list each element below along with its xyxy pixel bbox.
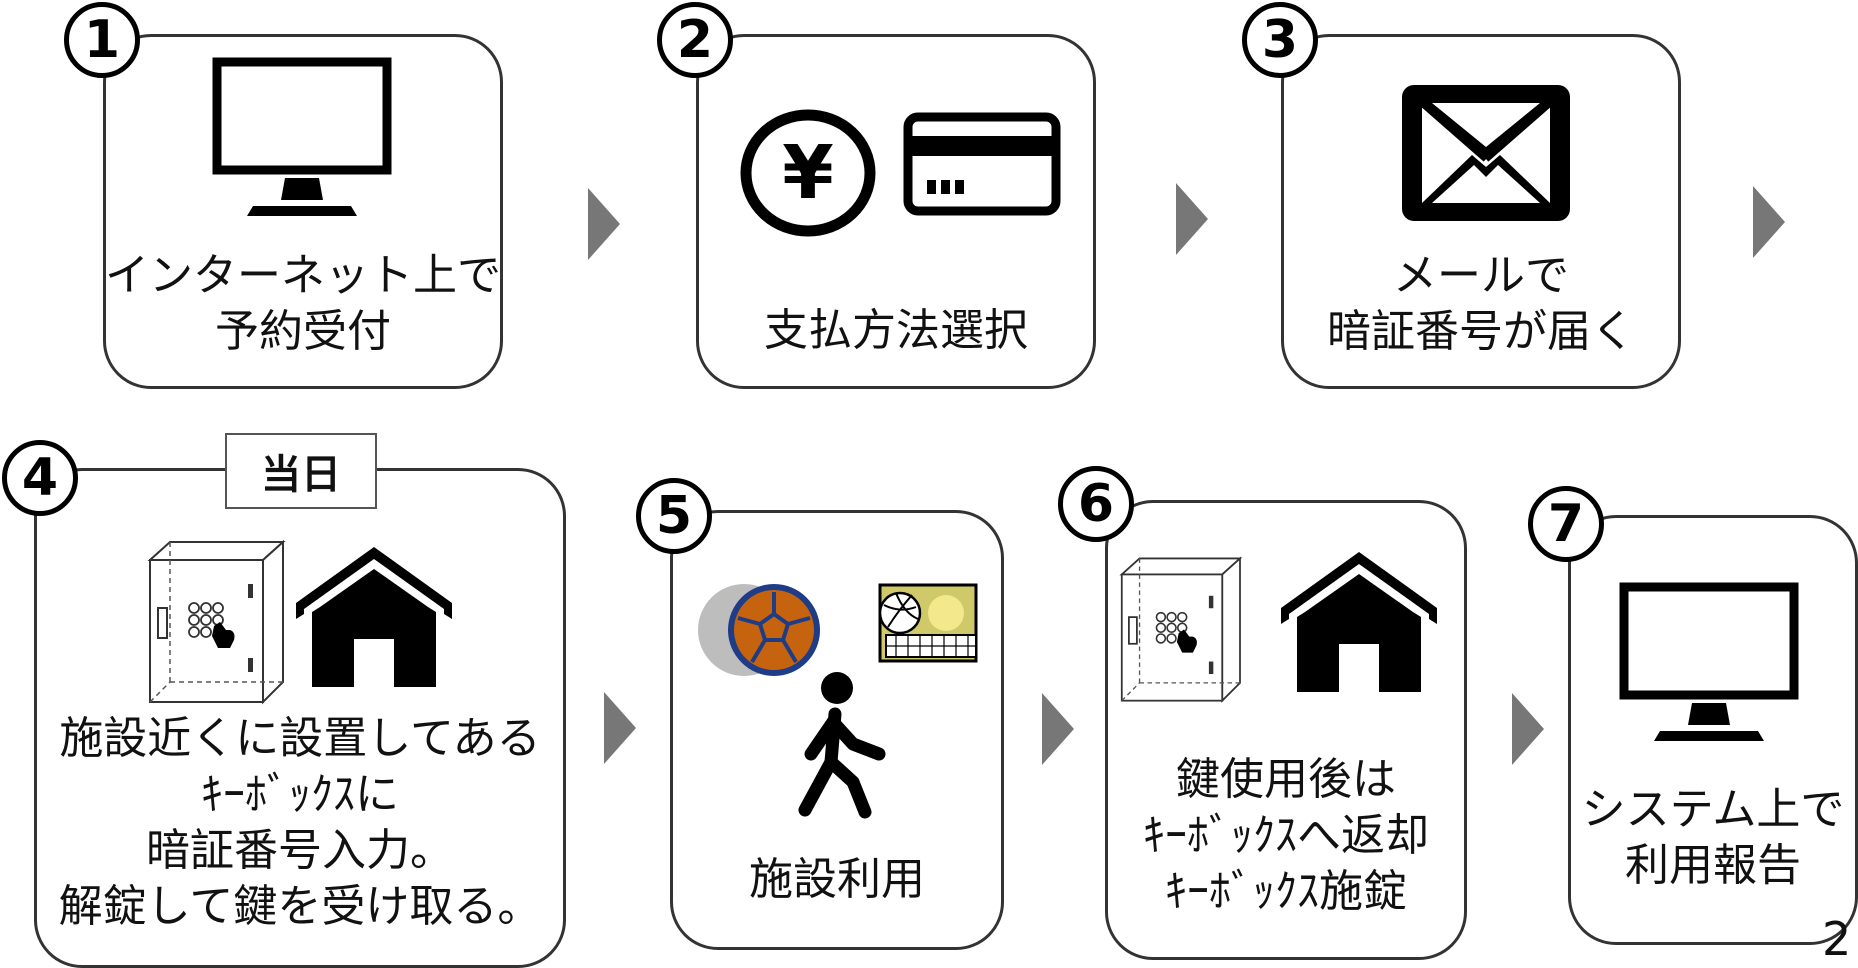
house-icon [296,547,452,687]
step-3-label: メールで 暗証番号が届く [1327,250,1635,357]
monitor-icon [1619,582,1799,741]
step-4-number: 4 [2,440,78,516]
step-6-label: 鍵使用後は ｷｰﾎﾞｯｸｽへ返却 ｷｰﾎﾞｯｸｽ施錠 [1143,754,1429,917]
flow-arrow-2-3 [1176,183,1208,255]
flow-arrow-4-5 [604,692,636,764]
flow-arrow-6-7 [1512,693,1544,765]
step-4-day-tag: 当日 [225,433,377,509]
walking-person-icon [798,672,886,819]
step-5-number: 5 [636,478,712,554]
step-2-label: 支払方法選択 [764,305,1028,356]
monitor-icon [212,57,392,216]
step-2-number: 2 [657,2,733,78]
flow-arrow-5-6 [1042,693,1074,765]
volleyball-icon [878,583,978,663]
step-4-label: 施設近くに設置してある ｷｰﾎﾞｯｸｽに 暗証番号入力。 解錠して鍵を受け取る。 [58,713,542,932]
yen-coin-icon: ¥ [740,109,876,237]
step-6-number: 6 [1058,466,1134,542]
envelope-icon [1402,85,1570,221]
flow-arrow-3-4 [1753,186,1785,258]
key-box-icon [147,539,286,705]
house-icon [1281,552,1437,692]
step-1-number: 1 [64,2,140,78]
step-1-label: インターネット上で 予約受付 [105,250,501,357]
key-box-icon [1119,556,1243,703]
step-3-number: 3 [1242,2,1318,78]
step-5-label: 施設利用 [749,854,925,905]
step-7-label: システム上で 利用報告 [1581,784,1845,891]
handball-icon [698,584,820,676]
svg-text:¥: ¥ [782,130,834,216]
page-number: 2 [1822,912,1852,966]
flow-arrow-1-2 [588,188,620,260]
credit-card-icon [903,112,1061,216]
step-7-number: 7 [1528,486,1604,562]
